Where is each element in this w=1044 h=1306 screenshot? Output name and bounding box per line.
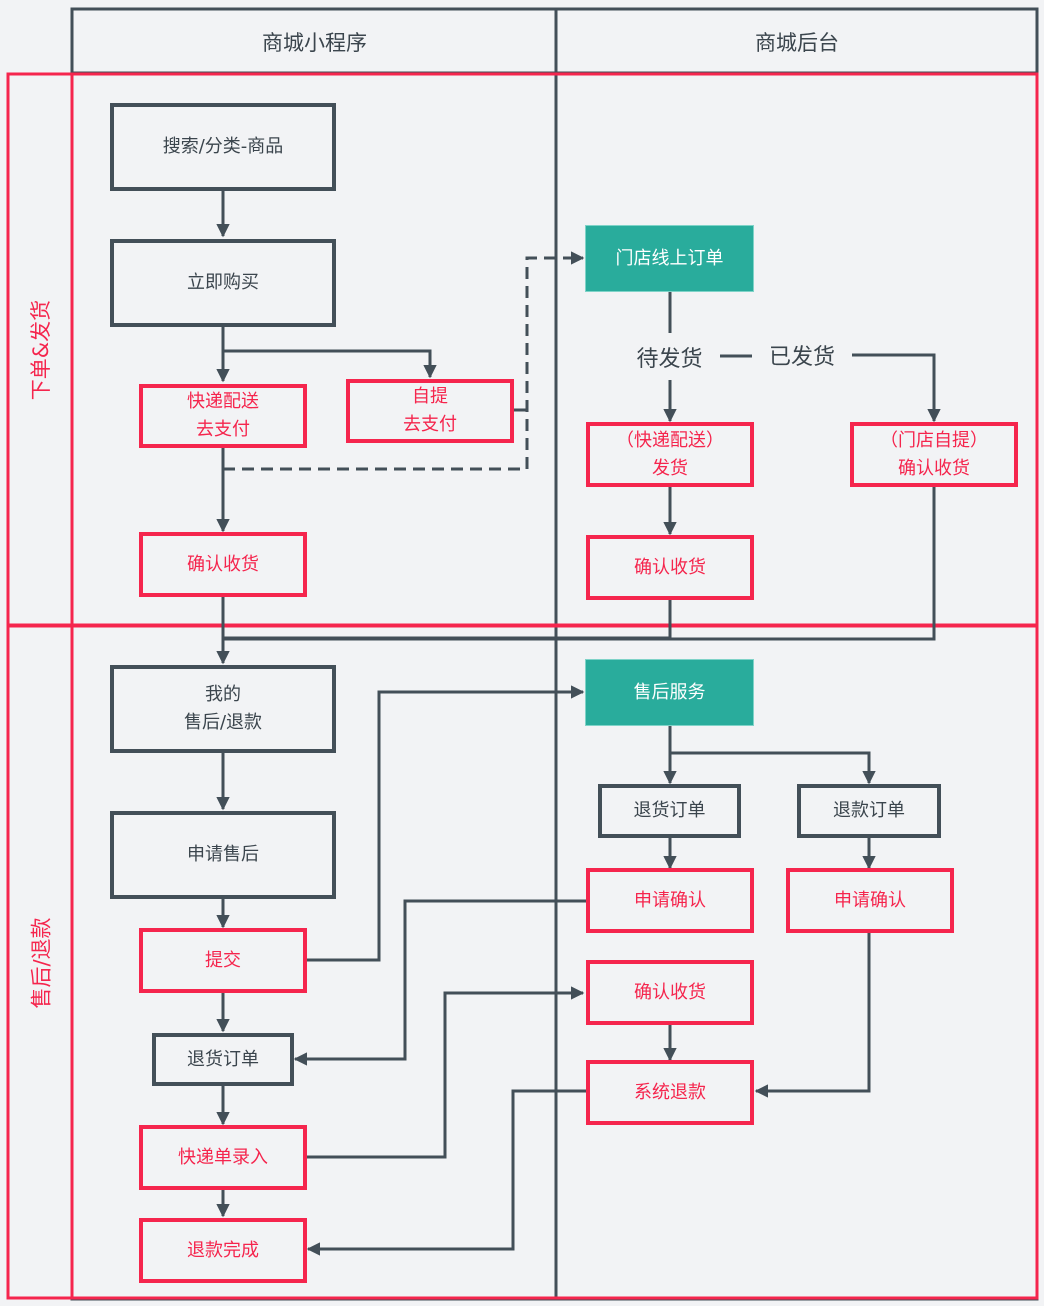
edge-admin-confirm-merge	[223, 600, 672, 640]
node-express-pay[interactable]: 快递配送 去支付	[139, 384, 307, 448]
node-express-ship[interactable]: （快递配送） 发货	[586, 422, 754, 487]
edge-refund-apply-to-system-refund	[754, 932, 871, 1098]
edge-dashed-to-store-order	[223, 251, 585, 471]
node-return-order-admin[interactable]: 退货订单	[598, 784, 741, 838]
edge-buy-to-pickup	[223, 349, 437, 379]
node-apply-confirm-return[interactable]: 申请确认	[586, 868, 754, 933]
node-system-refund[interactable]: 系统退款	[586, 1060, 754, 1125]
lane-header-mini-program: 商城小程序	[262, 30, 367, 55]
node-confirm-receipt-mini[interactable]: 确认收货	[139, 532, 307, 597]
lane-header-admin: 商城后台	[755, 30, 839, 55]
edge-submit-to-aftersale-service	[306, 685, 585, 962]
phase-label-aftersale-text: 售后/退款	[29, 916, 54, 1009]
edge-label-shipped: 已发货	[752, 331, 852, 378]
node-submit[interactable]: 提交	[139, 928, 307, 993]
node-express-number-input[interactable]: 快递单录入	[139, 1125, 307, 1190]
node-apply-confirm-refund[interactable]: 申请确认	[786, 868, 954, 933]
node-buy-now[interactable]: 立即购买	[110, 239, 336, 327]
node-refund-order-admin[interactable]: 退款订单	[797, 784, 941, 838]
node-apply-aftersale[interactable]: 申请售后	[110, 811, 336, 899]
node-store-pickup-confirm[interactable]: （门店自提） 确认收货	[850, 422, 1018, 487]
node-return-order-mini[interactable]: 退货订单	[152, 1033, 294, 1086]
edge-system-refund-to-refund-done	[306, 1089, 587, 1256]
node-my-aftersale[interactable]: 我的 售后/退款	[110, 665, 336, 753]
node-refund-complete[interactable]: 退款完成	[139, 1218, 307, 1283]
phase-label-order-ship-text: 下单&发货	[29, 299, 54, 401]
edge-shipped-to-pickup-confirm	[852, 353, 941, 423]
node-aftersale-service[interactable]: 售后服务	[585, 659, 754, 726]
node-confirm-receipt-return[interactable]: 确认收货	[586, 960, 754, 1025]
phase-frame	[6, 72, 1039, 1300]
swimlane-frame	[70, 7, 1039, 1301]
edge-pickup-confirm-merge	[223, 487, 936, 641]
node-pickup-pay[interactable]: 自提 去支付	[346, 379, 514, 443]
node-store-online-order[interactable]: 门店线上订单	[585, 225, 754, 292]
node-search-products[interactable]: 搜索/分类-商品	[110, 103, 336, 191]
phase-label-aftersale: 售后/退款	[10, 628, 71, 1297]
edge-label-pending-ship: 待发货	[619, 333, 720, 380]
edge-service-to-refund-order	[670, 751, 876, 785]
edge-express-input-to-confirm-receipt	[306, 986, 585, 1159]
node-confirm-receipt-admin[interactable]: 确认收货	[586, 535, 754, 600]
edge-apply-confirm-to-return-order	[293, 899, 587, 1066]
phase-label-order-ship: 下单&发货	[10, 76, 71, 624]
